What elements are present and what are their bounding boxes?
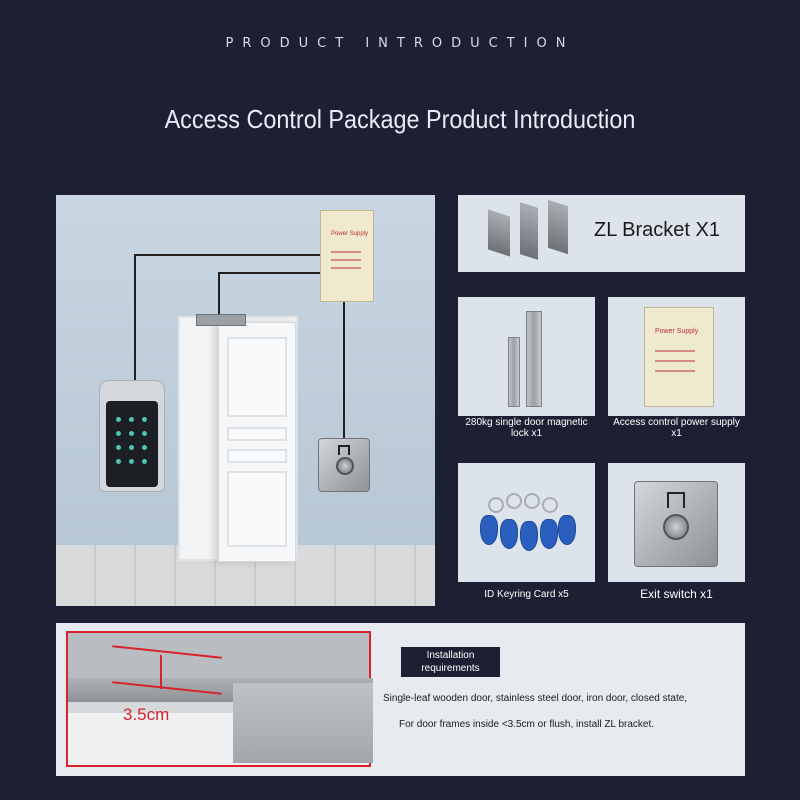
power-supply-card: Power Supply Access control power supply… bbox=[608, 297, 745, 440]
wire bbox=[218, 272, 220, 316]
label-line bbox=[331, 259, 361, 261]
door bbox=[218, 322, 296, 562]
power-supply-label: Power Supply bbox=[331, 231, 369, 237]
zl-bracket-card: ZL Bracket X1 bbox=[458, 195, 745, 272]
bracket-piece bbox=[548, 199, 568, 255]
key bbox=[116, 431, 121, 436]
door-panel bbox=[227, 337, 287, 417]
key bbox=[129, 417, 134, 422]
keypad-face bbox=[106, 401, 158, 487]
wire bbox=[134, 254, 322, 256]
door-icon bbox=[338, 445, 350, 455]
key bbox=[142, 417, 147, 422]
key bbox=[142, 445, 147, 450]
exit-switch-caption: Exit switch x1 bbox=[608, 582, 745, 606]
label-line bbox=[655, 360, 695, 362]
requirement-line: Single-leaf wooden door, stainless steel… bbox=[383, 693, 688, 704]
key bbox=[116, 445, 121, 450]
exit-switch bbox=[318, 438, 370, 492]
armature-plate bbox=[508, 337, 520, 407]
exit-switch bbox=[634, 481, 718, 567]
push-button bbox=[336, 457, 354, 475]
key-ring bbox=[524, 493, 540, 509]
rfid-tag bbox=[520, 521, 538, 551]
page-title: Access Control Package Product Introduct… bbox=[164, 104, 636, 134]
installation-badge: Installation requirements bbox=[401, 647, 500, 677]
key-ring bbox=[542, 497, 558, 513]
wire bbox=[134, 254, 136, 382]
key bbox=[142, 459, 147, 464]
label-line bbox=[655, 350, 695, 352]
magnetic-lock bbox=[196, 314, 246, 326]
measurement-label: 3.5cm bbox=[123, 705, 170, 724]
door-frame-photo: 3.5cm bbox=[66, 631, 373, 767]
magnetic-lock-caption: 280kg single door magnetic lock x1 bbox=[458, 416, 595, 440]
rfid-tag bbox=[558, 515, 576, 545]
key bbox=[129, 459, 134, 464]
installation-requirements-panel: 3.5cm Installation requirements Single-l… bbox=[56, 623, 745, 776]
keyring-card: ID Keyring Card x5 bbox=[458, 463, 595, 606]
key bbox=[129, 431, 134, 436]
key-ring bbox=[488, 497, 504, 513]
power-supply-box: Power Supply bbox=[320, 210, 374, 302]
measure-line bbox=[112, 645, 222, 659]
key bbox=[142, 431, 147, 436]
label-line bbox=[331, 267, 361, 269]
magnetic-lock-card: 280kg single door magnetic lock x1 bbox=[458, 297, 595, 440]
key bbox=[116, 459, 121, 464]
magnetic-lock-bar bbox=[526, 311, 542, 407]
rfid-tag bbox=[540, 519, 558, 549]
requirement-line: For door frames inside <3.5cm or flush, … bbox=[399, 719, 655, 730]
wire bbox=[343, 302, 345, 438]
key bbox=[129, 445, 134, 450]
key-ring bbox=[506, 493, 522, 509]
wire bbox=[218, 272, 322, 274]
keyring-caption: ID Keyring Card x5 bbox=[458, 582, 595, 606]
zl-bracket-title: ZL Bracket X1 bbox=[594, 219, 720, 241]
lock-block bbox=[233, 683, 373, 763]
measure-line bbox=[160, 655, 162, 689]
door-icon bbox=[667, 492, 685, 508]
label-line bbox=[331, 251, 361, 253]
rfid-keypad bbox=[99, 380, 165, 492]
section-subtitle: PRODUCT INTRODUCTION bbox=[225, 36, 575, 51]
label-line bbox=[655, 370, 695, 372]
push-button bbox=[663, 514, 689, 540]
power-supply-box: Power Supply bbox=[644, 307, 714, 407]
bracket-piece bbox=[488, 209, 510, 257]
door-panel bbox=[227, 427, 287, 441]
bracket-piece bbox=[520, 202, 538, 260]
rfid-tag bbox=[480, 515, 498, 545]
power-supply-label: Power Supply bbox=[655, 328, 699, 335]
door-panel bbox=[227, 449, 287, 463]
key bbox=[116, 417, 121, 422]
door-panel bbox=[227, 471, 287, 547]
power-supply-caption: Access control power supply x1 bbox=[608, 416, 745, 440]
exit-switch-card: Exit switch x1 bbox=[608, 463, 745, 606]
rfid-tag bbox=[500, 519, 518, 549]
